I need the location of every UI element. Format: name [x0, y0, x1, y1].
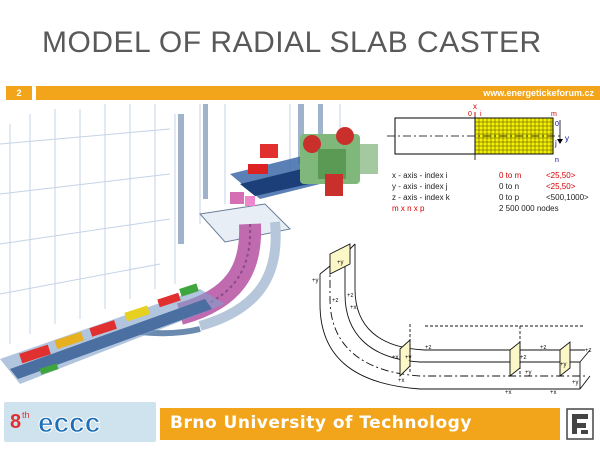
header-bar: [36, 86, 600, 100]
caster-axis-labels: +y +z +z +x +y +z +x +z +y +x +z +y +x +…: [312, 260, 592, 396]
axis-x-label: x: [473, 104, 477, 111]
university-bar: [160, 408, 560, 440]
index-j-label: j: [554, 139, 557, 148]
svg-text:8: 8: [10, 411, 21, 433]
svg-text:+y: +y: [337, 260, 344, 266]
svg-text:+z: +z: [332, 298, 339, 304]
mesh-legend: x - axis - index i 0 to m <25,50> y - ax…: [392, 170, 589, 214]
mesh-grid-diagram: x i 0 m y j n 0: [387, 104, 569, 164]
svg-text:+z: +z: [347, 293, 354, 299]
svg-text:+y: +y: [572, 380, 579, 386]
page-number: 2: [6, 86, 32, 100]
caster-illustration: x i 0 m y j n 0: [0, 104, 600, 400]
slide-title: MODEL OF RADIAL SLAB CASTER: [42, 26, 542, 59]
svg-text:+x: +x: [505, 390, 512, 396]
vut-logo-icon: [566, 408, 594, 440]
svg-text:th: th: [22, 410, 30, 420]
legend-row-total: m x n x p 2 500 000 nodes: [392, 204, 559, 213]
svg-text:+y: +y: [525, 370, 532, 376]
legend-row-y: y - axis - index j 0 to n <25,50>: [392, 182, 576, 191]
svg-text:+y: +y: [312, 278, 319, 284]
index-i-label: i: [480, 111, 482, 118]
eccc-logo: 8 th eccc: [4, 402, 156, 442]
website-url: www.energetickeforum.cz: [483, 88, 594, 98]
svg-text:+y: +y: [405, 355, 412, 361]
university-name: Brno University of Technology: [170, 413, 472, 433]
svg-text:+z: +z: [425, 345, 432, 351]
caster-geometry-diagram: [310, 243, 600, 400]
svg-text:+z: +z: [540, 345, 547, 351]
svg-text:+x: +x: [550, 390, 557, 396]
origin-label: 0: [468, 111, 472, 118]
axis-y-label: y: [565, 134, 569, 143]
svg-text:+z: +z: [585, 348, 592, 354]
eccc-logo-graphic: 8 th eccc: [10, 407, 101, 439]
svg-text:+x: +x: [392, 355, 399, 361]
svg-text:eccc: eccc: [38, 407, 100, 438]
svg-text:+x: +x: [398, 378, 405, 384]
index-n-label: n: [555, 157, 559, 164]
ladle-turret: [300, 127, 380, 196]
svg-text:+y: +y: [560, 362, 567, 368]
legend-row-x: x - axis - index i 0 to m <25,50>: [392, 171, 576, 180]
svg-text:+z: +z: [520, 355, 527, 361]
origin-y-label: 0: [555, 121, 559, 128]
legend-row-z: z - axis - index k 0 to p <500,1000>: [392, 193, 589, 202]
runout-table: [0, 283, 225, 384]
svg-text:+x: +x: [350, 305, 357, 311]
index-m-label: m: [551, 111, 557, 118]
